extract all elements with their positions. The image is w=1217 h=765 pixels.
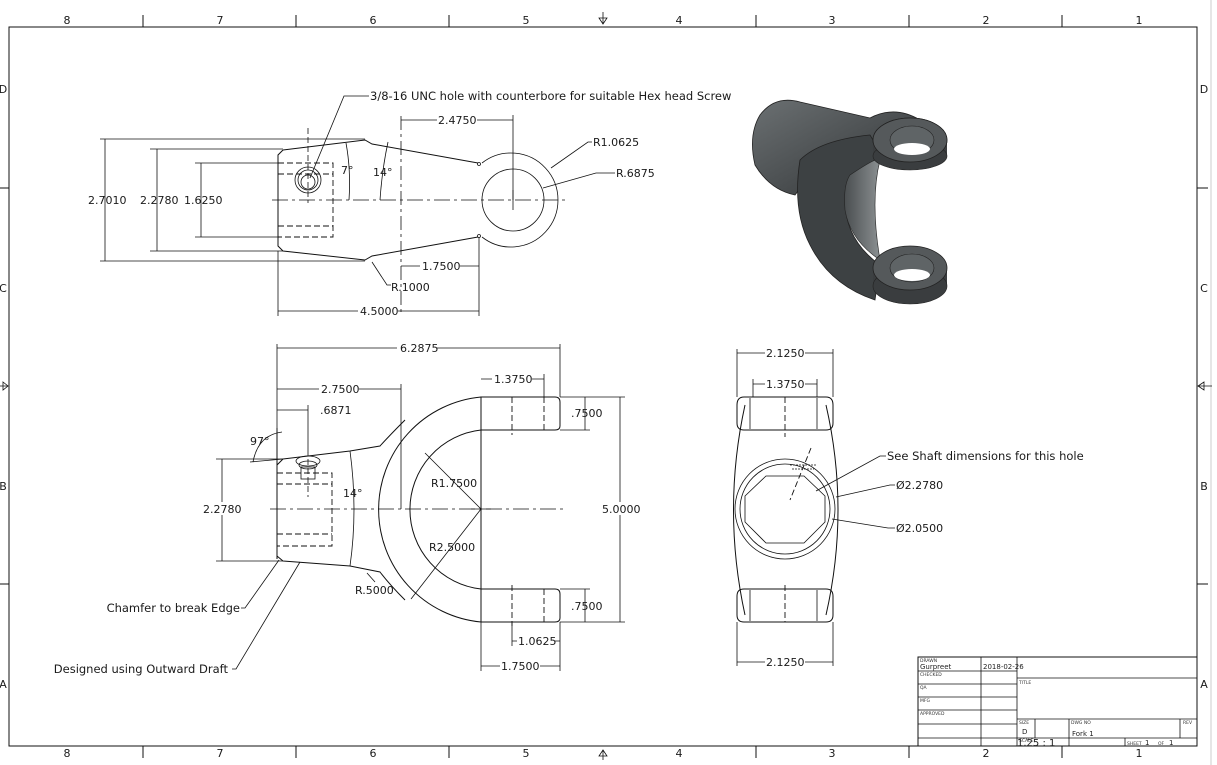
dim-fillet: R.1000 — [391, 281, 430, 294]
zone-col-7: 7 — [217, 14, 224, 27]
zone-row-d-right: D — [1200, 83, 1208, 96]
dim-overall-length: 4.5000 — [360, 305, 399, 318]
dim-front-overall-length: 6.2875 — [400, 342, 439, 355]
zone-ticks — [0, 12, 1212, 760]
zone-row-a-right: A — [1200, 678, 1208, 691]
dim-outer-radius-front: R2.5000 — [429, 541, 475, 554]
dim-fillet-front: R.5000 — [355, 584, 394, 597]
zone-row-d: D — [0, 83, 7, 96]
title-block: DRAWN Gurpreet 2018-02-26 CHECKED QA MFG… — [917, 656, 1198, 749]
tb-mfg-label: MFG — [920, 698, 930, 704]
side-view: 2.1250 1.3750 2.1250 See Shaft dimension… — [733, 346, 1084, 669]
dim-hub-height: 2.2780 — [203, 503, 242, 516]
zone-col-8: 8 — [64, 14, 71, 27]
zone-col-2-bottom: 2 — [983, 747, 990, 760]
tb-qa-label: QA — [920, 685, 928, 691]
front-view: 6.2875 2.7500 .6871 97° 2.2780 14° R1.75… — [54, 341, 641, 676]
zone-labels: 8 7 6 5 4 3 2 1 8 7 6 5 4 3 2 1 D C B A … — [0, 14, 1208, 760]
zone-col-4-bottom: 4 — [676, 747, 683, 760]
zone-row-c-right: C — [1200, 282, 1208, 295]
threaded-hole-icon — [295, 450, 321, 497]
note-chamfer: Chamfer to break Edge — [107, 601, 240, 615]
tb-sheet-value: 1 — [1145, 739, 1149, 747]
dim-lug-width-top: 1.3750 — [494, 373, 533, 386]
tb-sheet-label: SHEET — [1127, 741, 1142, 747]
tb-title-label: TITLE — [1018, 680, 1031, 686]
note-outward-draft: Designed using Outward Draft — [54, 662, 229, 676]
zone-col-5: 5 — [523, 14, 530, 27]
dim-taper-angle: 14° — [343, 487, 363, 500]
dim-mid-height: 2.2780 — [140, 194, 179, 207]
zone-row-b-right: B — [1200, 480, 1208, 493]
zone-row-c: C — [0, 282, 7, 295]
dim-lug-length-bottom: 1.7500 — [501, 660, 540, 673]
tb-of-label: OF — [1158, 741, 1165, 747]
dim-inner-height: 1.6250 — [184, 194, 223, 207]
dim-inner-radius-front: R1.7500 — [431, 477, 477, 490]
dim-inner-radius: R.6875 — [616, 167, 655, 180]
dim-outer-diameter: Ø2.2780 — [896, 479, 943, 492]
tb-drawn-by: Gurpreet — [920, 663, 952, 671]
zone-col-2: 2 — [983, 14, 990, 27]
dim-to-eye-center: 2.4750 — [438, 114, 477, 127]
zone-col-6: 6 — [370, 14, 377, 27]
dim-lug-thick-top: .7500 — [571, 407, 603, 420]
dim-side-width-bottom: 2.1250 — [766, 656, 805, 669]
tb-scale-value: 1.25 : 1 — [1017, 738, 1055, 749]
tb-sheet-total: 1 — [1169, 739, 1173, 747]
zone-col-8-bottom: 8 — [64, 747, 71, 760]
tb-size-label: SIZE — [1019, 720, 1029, 726]
zone-row-a: A — [0, 678, 7, 691]
counterbore-hole-icon — [294, 128, 322, 203]
dim-lug-thick-bottom: .7500 — [571, 600, 603, 613]
zone-col-1: 1 — [1136, 14, 1143, 27]
dim-hole-offset: .6871 — [320, 404, 352, 417]
dim-angle-14: 14° — [373, 166, 393, 179]
tb-rev-label: REV — [1183, 720, 1193, 726]
isometric-view — [752, 99, 948, 305]
tb-size-value: D — [1022, 728, 1027, 736]
dim-side-lug-width: 1.3750 — [766, 378, 805, 391]
dim-neck-length: 1.7500 — [422, 260, 461, 273]
top-view: 2.7010 2.2780 1.6250 7° 14° 2.4750 R1.06… — [88, 89, 731, 318]
dim-to-arc: 2.7500 — [321, 383, 360, 396]
tb-checked-label: CHECKED — [920, 672, 942, 678]
tb-drawn-date: 2018-02-26 — [983, 663, 1024, 671]
note-counterbore-hole: 3/8-16 UNC hole with counterbore for sui… — [370, 89, 731, 103]
zone-col-3-bottom: 3 — [829, 747, 836, 760]
tb-scale-label: SCALE — [1019, 738, 1034, 744]
tb-dwg-no-label: DWG NO — [1071, 720, 1091, 726]
zone-col-5-bottom: 5 — [523, 747, 530, 760]
dim-side-width-top: 2.1250 — [766, 347, 805, 360]
sheet-border — [8, 26, 1198, 747]
dim-inner-diameter: Ø2.0500 — [896, 522, 943, 535]
tb-dwg-no-value: Fork 1 — [1072, 730, 1094, 738]
zone-col-1-bottom: 1 — [1136, 747, 1143, 760]
dim-front-overall-height: 5.0000 — [602, 503, 641, 516]
dim-outer-radius: R1.0625 — [593, 136, 639, 149]
tb-drawn-label: DRAWN — [920, 658, 937, 664]
zone-col-3: 3 — [829, 14, 836, 27]
zone-col-4: 4 — [676, 14, 683, 27]
dim-angle-7: 7° — [341, 164, 354, 177]
dim-bore-offset: 1.0625 — [518, 635, 557, 648]
zone-row-b: B — [0, 480, 7, 493]
dim-overall-height: 2.7010 — [88, 194, 127, 207]
note-shaft-hole: See Shaft dimensions for this hole — [887, 449, 1084, 463]
zone-col-6-bottom: 6 — [370, 747, 377, 760]
zone-col-7-bottom: 7 — [217, 747, 224, 760]
dim-chamfer-angle: 97° — [250, 435, 270, 448]
tb-approved-label: APPROVED — [920, 711, 945, 717]
